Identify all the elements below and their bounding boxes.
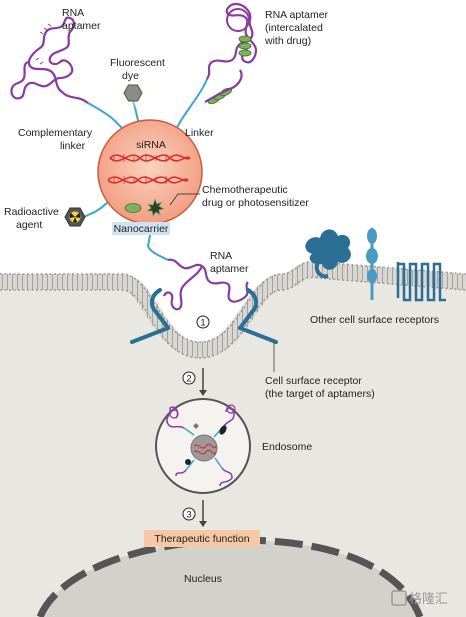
cell-surface-receptor-label: Cell surface receptor (the target of apt… <box>265 375 375 400</box>
linker-label: Linker <box>185 127 214 139</box>
watermark: 格隆汇 <box>391 590 448 607</box>
sirna-helix <box>107 154 191 184</box>
chemotherapeutic-drug-icon <box>124 203 142 213</box>
photosensitizer-icon <box>145 197 166 217</box>
target-receptor-left <box>130 288 170 344</box>
nucleus-label: Nucleus <box>184 573 222 585</box>
target-receptor-right <box>238 288 278 344</box>
rna-aptamer-intercalated-label: RNA aptamer (intercalated with drug) <box>264 9 331 47</box>
other-receptor-beaded <box>366 228 378 300</box>
rna-aptamer-bound <box>162 258 249 311</box>
other-receptor-globular <box>305 229 351 279</box>
other-receptors-label: Other cell surface receptors <box>310 314 439 326</box>
nanocarrier-label-bg <box>112 222 170 235</box>
chemotherapeutic-label: Chemotherapeutic drug or photosensitizer <box>202 184 309 209</box>
fluorescent-dye-label: Fluorescent dye <box>110 57 168 82</box>
endosome-label: Endosome <box>262 441 312 453</box>
rna-aptamer-bound-label: RNA aptamer <box>210 250 249 275</box>
rna-aptamer-top-left <box>10 16 89 104</box>
step-2-marker: 2 <box>182 371 196 385</box>
rna-aptamer-intercalated <box>206 2 258 80</box>
therapeutic-function-box <box>144 530 260 547</box>
fluorescent-dye-icon <box>123 84 143 102</box>
other-receptor-gpcr <box>396 262 446 302</box>
cell-membrane <box>0 261 466 359</box>
radioactive-agent-icon <box>64 207 86 227</box>
intercalated-drug <box>208 35 252 105</box>
svg-text:格隆汇: 格隆汇 <box>409 591 448 607</box>
complementary-linker-label: Complementary linker <box>18 127 95 152</box>
endosome-contents <box>166 404 236 487</box>
nanocarrier-label: Nanocarrier <box>114 223 169 235</box>
radioactive-agent-label: Radioactive agent <box>4 206 62 231</box>
svg-text:2: 2 <box>186 374 191 385</box>
step-1-marker: 1 <box>196 315 210 329</box>
svg-text:3: 3 <box>186 510 191 521</box>
svg-text:1: 1 <box>200 318 205 329</box>
sirna-label: siRNA <box>136 139 166 151</box>
therapeutic-function-label: Therapeutic function <box>154 533 249 545</box>
step-3-marker: 3 <box>182 507 196 521</box>
rna-aptamer-top-label: RNA aptamer <box>62 7 101 32</box>
